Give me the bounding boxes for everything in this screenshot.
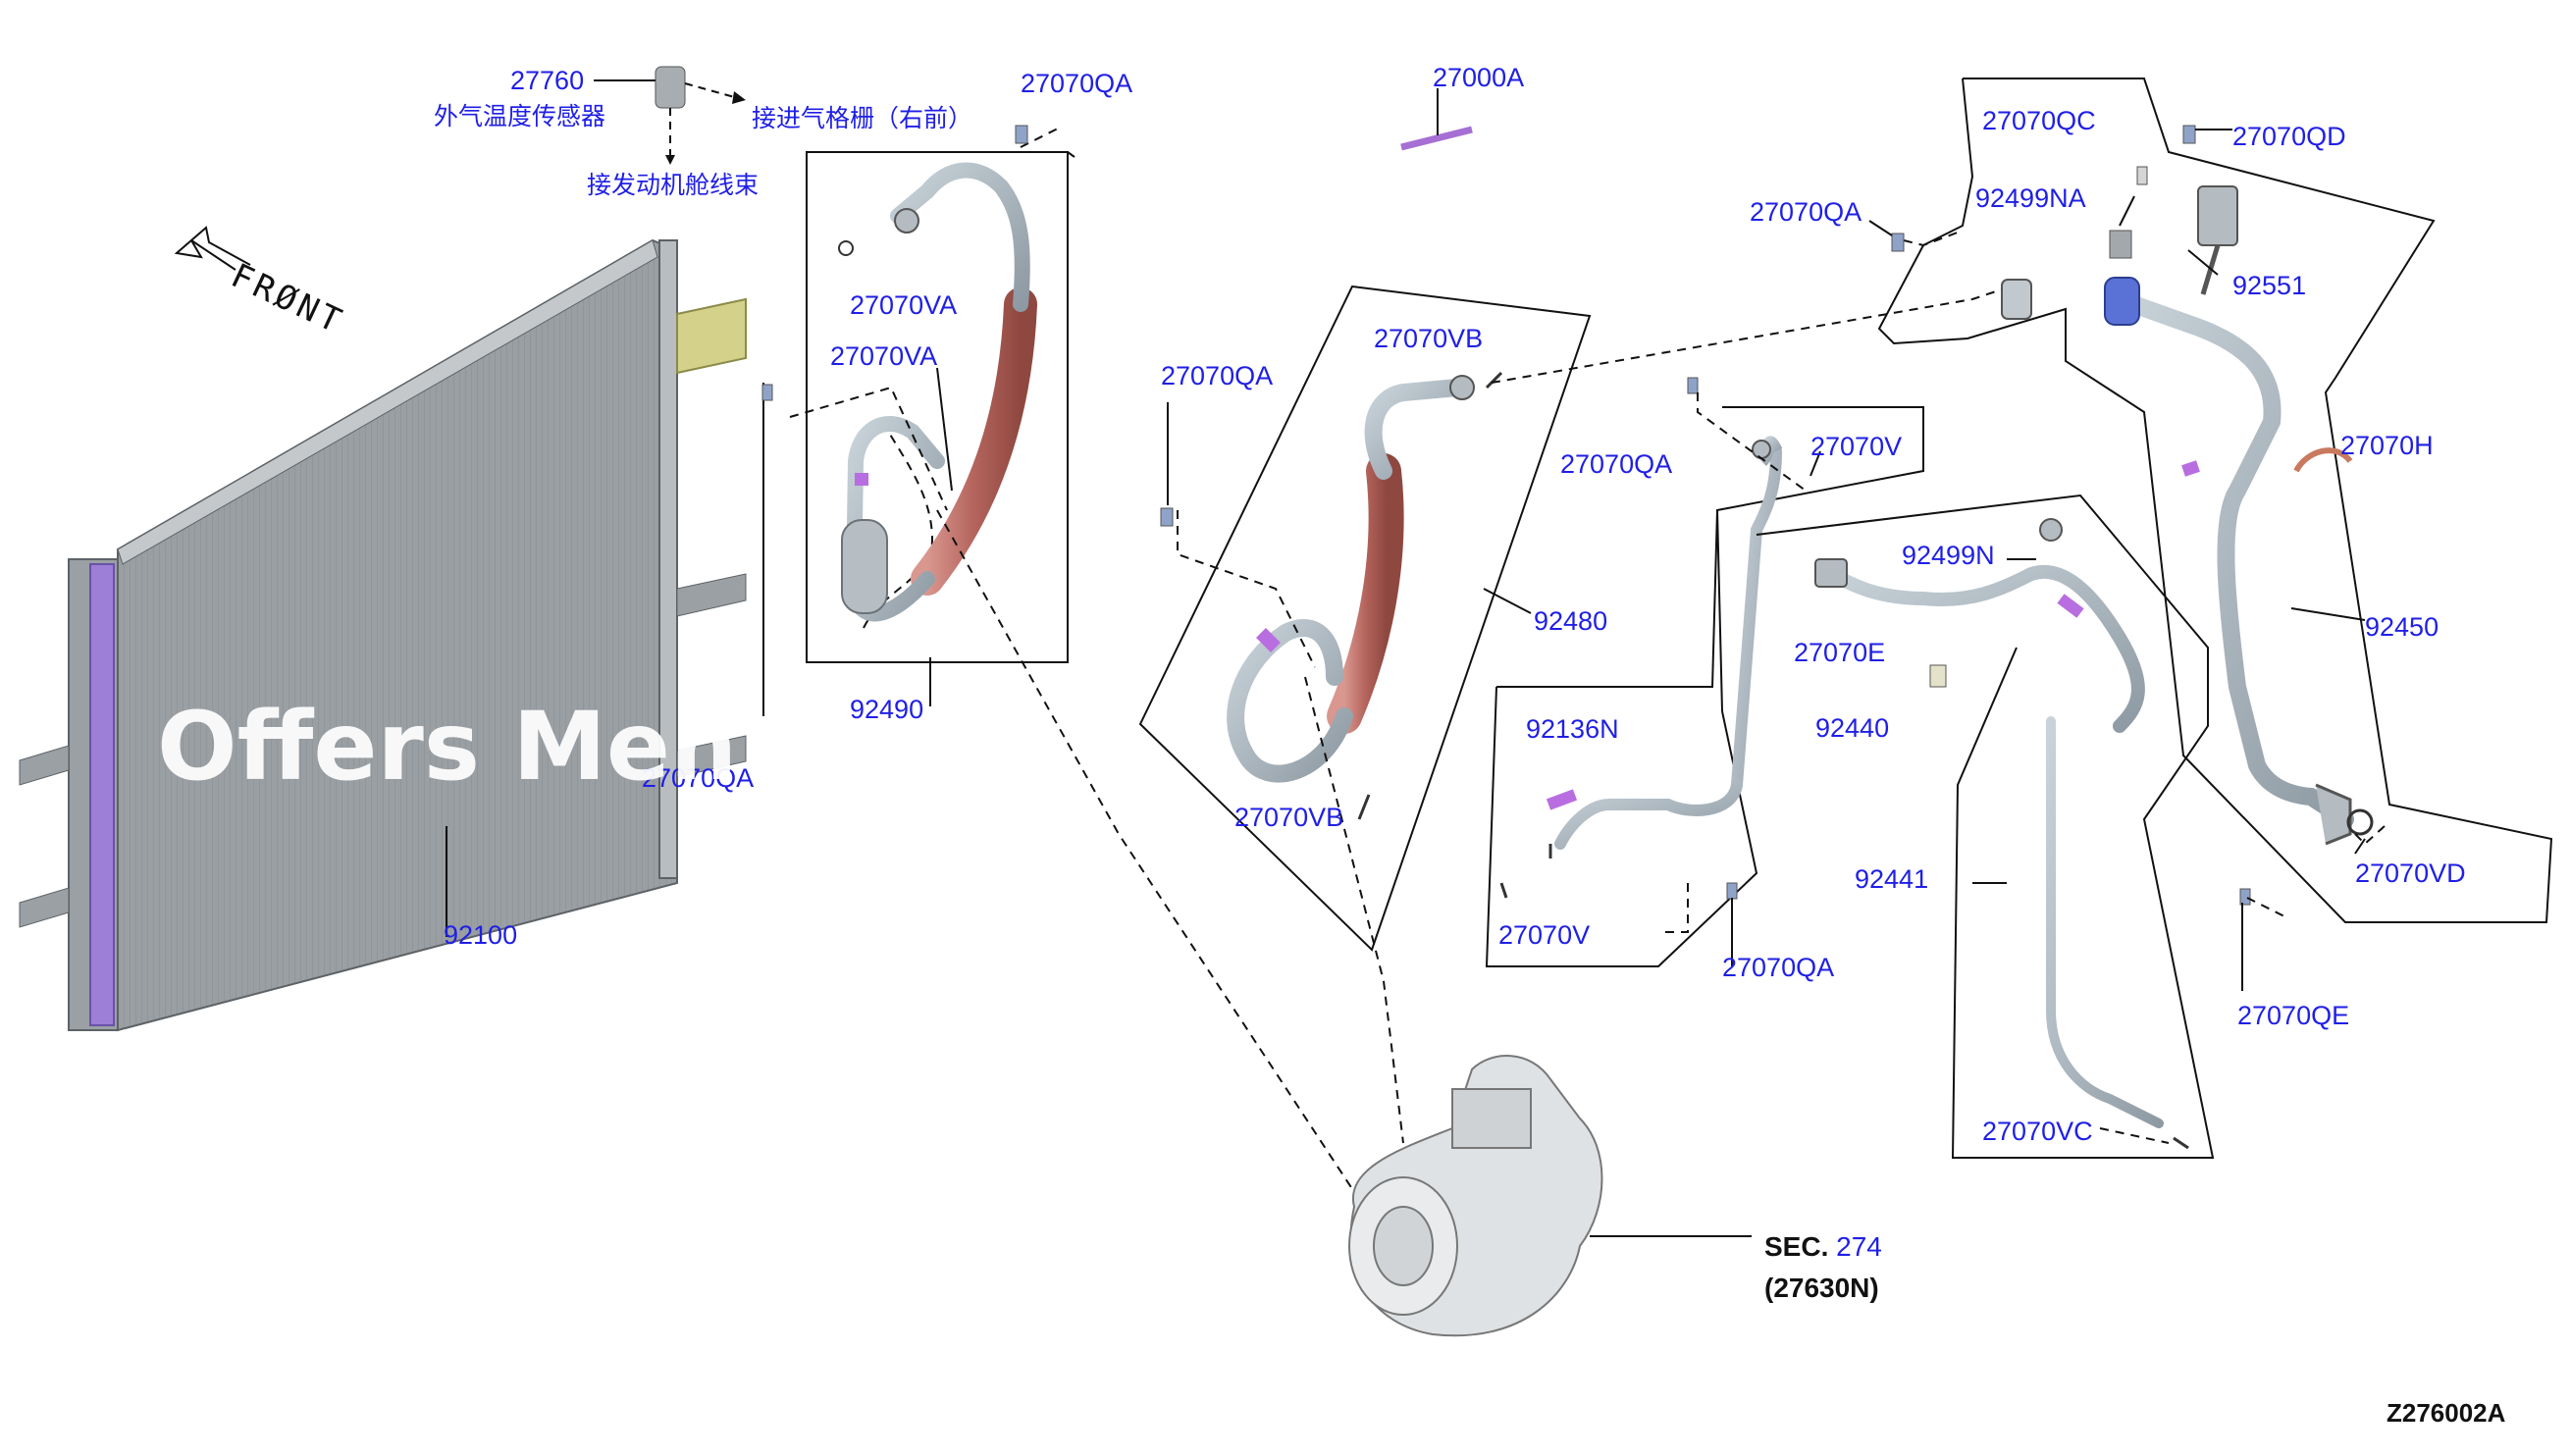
part-label-92100: 92100 bbox=[444, 920, 518, 950]
part-label-27070va-2: 27070VA bbox=[830, 341, 938, 371]
part-label-27070qa-left: 27070QA bbox=[642, 763, 755, 793]
part-label-27070vc: 27070VC bbox=[1982, 1117, 2093, 1146]
part-label-92441: 92441 bbox=[1855, 864, 1929, 894]
hose-group-92490 bbox=[806, 151, 1075, 663]
part-label-27070vd: 27070VD bbox=[2355, 858, 2466, 888]
part-label-27070qa-center: 27070QA bbox=[1560, 449, 1673, 479]
part-label-27070va-1: 27070VA bbox=[850, 290, 958, 320]
part-label-92499n: 92499N bbox=[1902, 541, 1995, 570]
note-ambient-sensor: 外气温度传感器 bbox=[434, 102, 606, 130]
part-label-27070v-bottom: 27070V bbox=[1498, 920, 1591, 950]
part-label-27760: 27760 bbox=[510, 66, 585, 95]
part-label-27070qa-bottom: 27070QA bbox=[1722, 953, 1835, 982]
section-key: SEC. bbox=[1764, 1231, 1829, 1262]
note-front-grille: 接进气格栅（右前） bbox=[752, 104, 973, 132]
part-label-92136n: 92136N bbox=[1526, 714, 1619, 744]
compressor bbox=[1348, 1055, 1752, 1337]
part-label-92490: 92490 bbox=[850, 695, 924, 724]
part-label-92551: 92551 bbox=[2232, 271, 2307, 300]
part-label-27070qd: 27070QD bbox=[2232, 122, 2346, 151]
part-label-27070v-top: 27070V bbox=[1810, 432, 1903, 461]
part-label-27070qa-top: 27070QA bbox=[1021, 69, 1133, 98]
pipe-group-92440 bbox=[1485, 406, 1924, 967]
ambient-sensor-27760 bbox=[594, 66, 746, 165]
pipe-group-92441 bbox=[1756, 494, 2215, 1159]
part-label-27000a: 27000A bbox=[1433, 63, 1525, 92]
part-label-92480: 92480 bbox=[1534, 606, 1608, 636]
part-label-27070qa-mid: 27070QA bbox=[1161, 361, 1274, 390]
part-label-92450: 92450 bbox=[2365, 612, 2439, 642]
part-label-27070h: 27070H bbox=[2340, 431, 2434, 460]
part-label-27070vb-bottom: 27070VB bbox=[1234, 803, 1344, 832]
section-reference: SEC. 274 (27630N) bbox=[1764, 1226, 1882, 1309]
note-engine-harness: 接发动机舱线束 bbox=[587, 171, 760, 199]
figure-code: Z276002A bbox=[2386, 1398, 2506, 1428]
section-part: (27630N) bbox=[1764, 1273, 1879, 1303]
part-label-27070qa-right: 27070QA bbox=[1750, 197, 1862, 227]
part-label-27070qe: 27070QE bbox=[2237, 1001, 2350, 1030]
part-label-92499na: 92499NA bbox=[1975, 183, 2086, 213]
hose-group-92480 bbox=[1138, 285, 1592, 952]
watermark-text: Offers Men bbox=[157, 692, 738, 802]
condenser-92100 bbox=[19, 238, 747, 1032]
part-label-27070e: 27070E bbox=[1794, 638, 1886, 667]
part-label-27070vb-top: 27070VB bbox=[1374, 324, 1484, 353]
section-value: 274 bbox=[1836, 1231, 1882, 1262]
pipe-group-92450 bbox=[1877, 78, 2553, 923]
part-label-27070qc: 27070QC bbox=[1982, 106, 2096, 135]
part-label-92440: 92440 bbox=[1815, 713, 1890, 743]
